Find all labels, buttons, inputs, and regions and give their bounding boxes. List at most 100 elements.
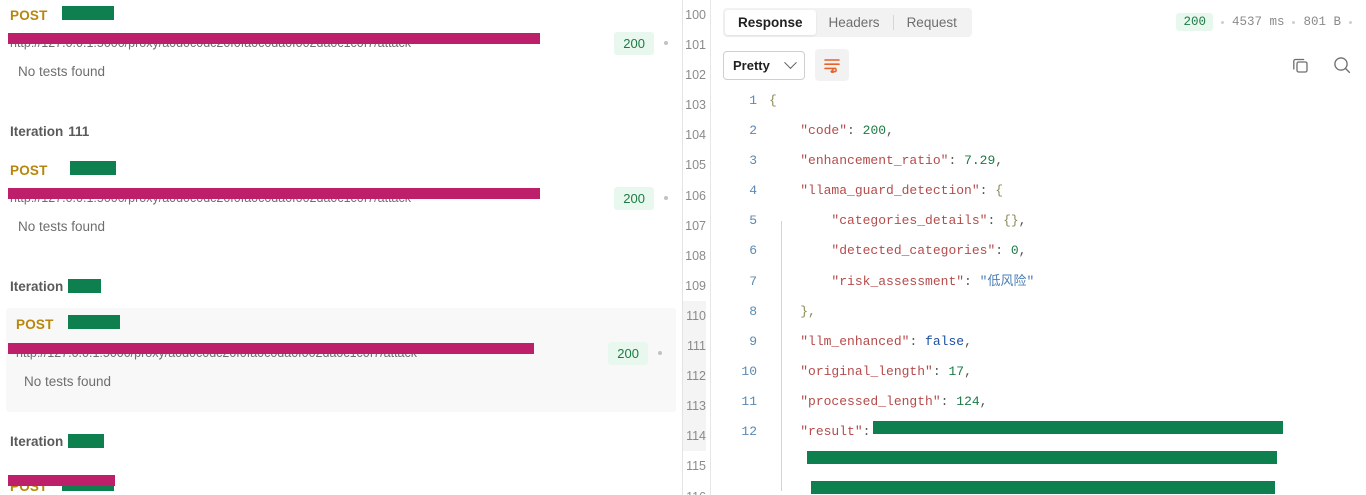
gutter-line-number: 109 <box>685 278 706 293</box>
json-token: , <box>1018 243 1027 259</box>
json-line-number: 6 <box>749 243 757 259</box>
gutter-line-number: 101 <box>685 38 706 53</box>
json-token: : <box>948 153 965 169</box>
redaction-bar <box>807 451 1277 465</box>
more-indicator-dot <box>658 351 662 355</box>
more-indicator-dot <box>664 196 668 200</box>
gutter-line-number: 112 <box>683 361 706 392</box>
iteration-header: Iteration <box>0 274 108 298</box>
gutter-line-number: 103 <box>685 98 706 113</box>
meta-separator-dot <box>1349 20 1352 24</box>
json-token: "risk_assessment" <box>831 273 965 289</box>
json-token: 200 <box>862 123 887 139</box>
gutter-line-number: 113 <box>683 391 706 422</box>
json-token: }, <box>800 303 816 319</box>
redaction-bar <box>811 481 1275 495</box>
code-fold-guide <box>781 221 782 491</box>
no-tests-label: No tests found <box>24 374 112 389</box>
iteration-number: 111 <box>68 123 90 139</box>
json-token: : <box>995 243 1011 259</box>
response-toolbar: Pretty <box>711 44 1366 86</box>
json-line-number: 1 <box>749 93 757 108</box>
tab-divider <box>892 14 894 30</box>
json-line-content: "risk_assessment": "低风险" <box>769 267 1366 297</box>
json-token: : <box>940 393 957 409</box>
gutter-line-number: 115 <box>686 459 706 474</box>
no-tests-label: No tests found <box>18 219 106 234</box>
json-token: 17 <box>948 363 965 379</box>
status-badge: 200 <box>608 341 648 365</box>
json-line: 3 "enhancement_ratio": 7.29, <box>711 146 1366 176</box>
gutter-line-number: 111 <box>683 331 706 362</box>
tab-request[interactable]: Request <box>906 14 957 30</box>
json-line-content: "detected_categories": 0, <box>769 236 1366 266</box>
http-method-label: POST <box>16 316 54 332</box>
runner-results-panel[interactable]: POST http://127.0.0.1:5000/proxy/a0d0c0d… <box>0 0 683 495</box>
json-token: 0 <box>1010 243 1019 259</box>
copy-button[interactable] <box>1291 56 1310 75</box>
response-tabs[interactable]: Response Headers Request <box>723 7 972 37</box>
redaction-bar <box>68 434 105 448</box>
json-token: "code" <box>800 123 848 139</box>
meta-separator-dot <box>1220 20 1224 24</box>
json-line-content: }, <box>769 297 1366 327</box>
json-token: "llama_guard_detection" <box>800 183 980 199</box>
json-token: , <box>979 393 988 409</box>
request-block[interactable]: POST <box>0 471 682 495</box>
json-token: : <box>909 333 926 349</box>
gutter-line-number: 102 <box>685 68 706 83</box>
wrap-lines-icon <box>824 59 840 73</box>
request-block[interactable]: POST http://127.0.0.1:5000/proxy/a0d0c0d… <box>0 0 682 87</box>
search-button[interactable] <box>1332 55 1352 75</box>
json-response-body[interactable]: 1{2 "code": 200,3 "enhancement_ratio": 7… <box>711 86 1366 495</box>
request-header: POST <box>0 0 682 30</box>
json-line-content: "original_length": 17, <box>769 357 1366 387</box>
json-line-number: 3 <box>749 153 757 169</box>
json-line: 10 "original_length": 17, <box>711 357 1366 387</box>
tab-response[interactable]: Response <box>725 9 816 35</box>
json-line: 11 "processed_length": 124, <box>711 387 1366 417</box>
json-line-content: "llama_guard_detection": { <box>769 176 1366 206</box>
json-token: : <box>987 213 1004 229</box>
gutter-line-number: 106 <box>685 188 706 203</box>
format-select[interactable]: Pretty <box>723 50 805 80</box>
response-status-code: 200 <box>1176 13 1213 31</box>
gutter-line-number: 110 <box>683 300 706 332</box>
gutter-line-number: 114 <box>683 421 706 452</box>
json-token: {} <box>1003 213 1019 229</box>
json-line: 9 "llm_enhanced": false, <box>711 327 1366 357</box>
response-area: Response Headers Request 200 4537 ms 801… <box>711 0 1366 495</box>
json-line-number: 11 <box>741 393 757 409</box>
http-method-label: POST <box>10 7 48 23</box>
http-method-label: POST <box>10 162 48 178</box>
json-token: 124 <box>956 393 980 409</box>
request-url-row: http://127.0.0.1:5000/proxy/a0d0c0dc20f0… <box>0 30 682 56</box>
json-token: , <box>995 153 1004 169</box>
redaction-bar <box>68 279 102 293</box>
json-token: "result" <box>800 424 863 440</box>
gutter-line-number: 107 <box>685 218 706 233</box>
tab-headers[interactable]: Headers <box>828 14 880 30</box>
json-line-number: 5 <box>749 213 757 229</box>
url-redaction-bar <box>8 475 115 486</box>
redaction-bar <box>61 6 114 20</box>
json-token: "processed_length" <box>800 393 941 409</box>
response-tabbar: Response Headers Request 200 4537 ms 801… <box>711 0 1366 44</box>
json-token: : <box>932 363 949 379</box>
url-redaction-bar <box>8 33 540 44</box>
response-size: 801 B <box>1303 15 1341 29</box>
wrap-lines-button[interactable] <box>814 49 849 81</box>
request-block[interactable]: POST http://127.0.0.1:5000/proxy/a0d0c0d… <box>0 155 682 242</box>
redaction-bar <box>67 315 120 329</box>
json-line-content: "result": "" <box>769 417 1366 495</box>
more-indicator-dot <box>664 41 668 45</box>
status-badge: 200 <box>614 31 654 55</box>
json-token: false <box>925 333 965 349</box>
json-token: "llm_enhanced" <box>800 333 910 349</box>
request-block-selected[interactable]: POST http://127.0.0.1:5000/proxy/a0d0c0d… <box>6 308 676 412</box>
json-token: "categories_details" <box>831 213 988 229</box>
url-redaction-bar <box>8 343 534 354</box>
json-line: 2 "code": 200, <box>711 116 1366 146</box>
